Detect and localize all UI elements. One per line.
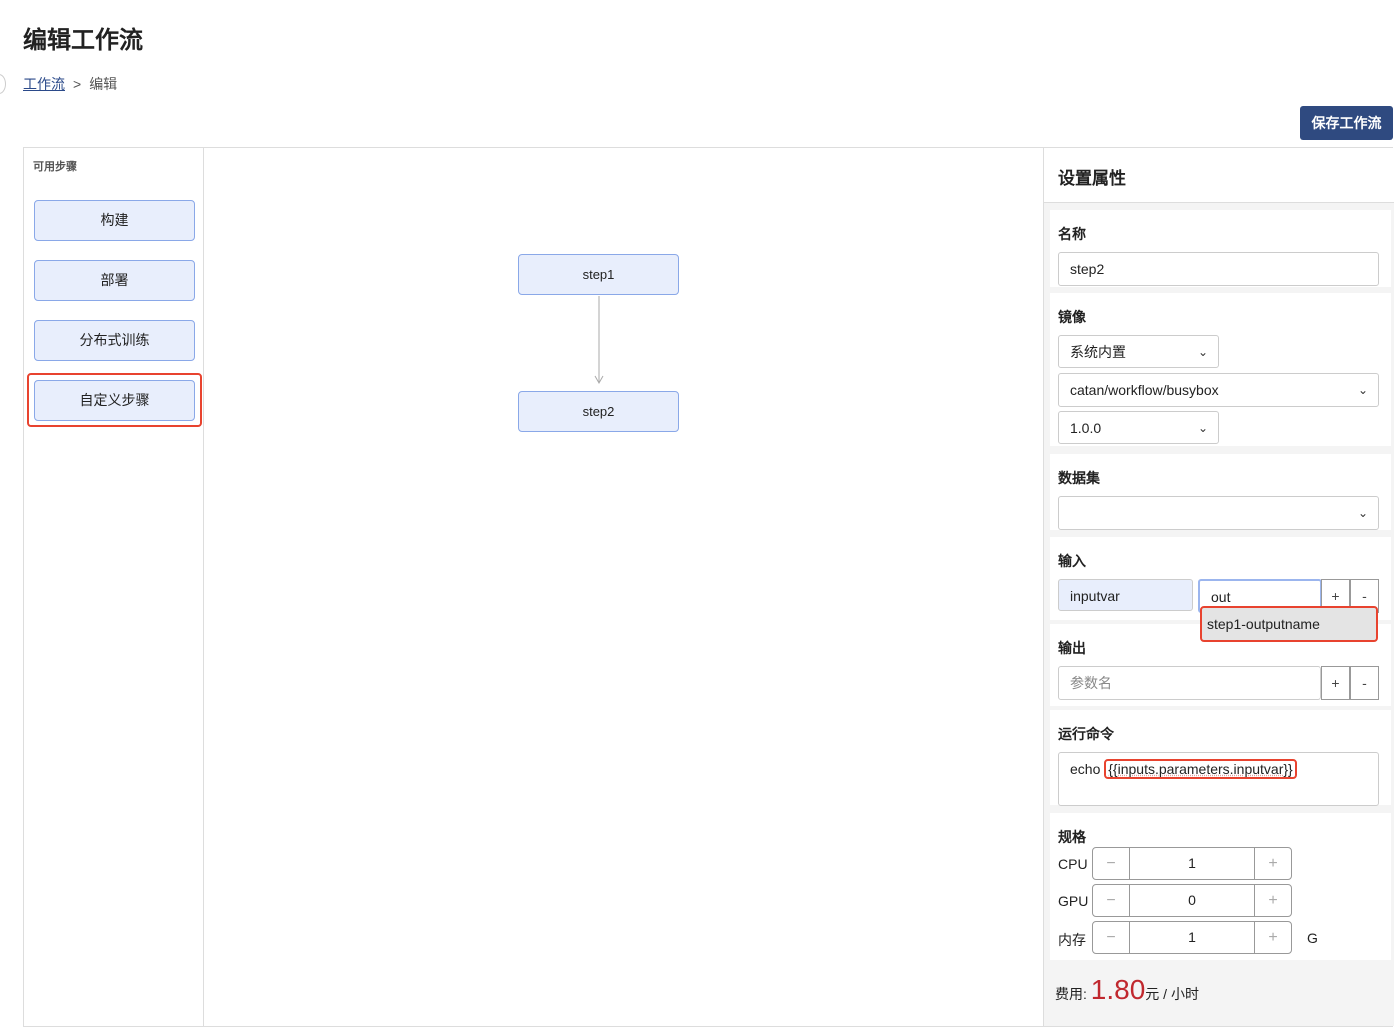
image-tag-select[interactable]: 1.0.0 ⌄ — [1058, 411, 1219, 444]
autocomplete-suggestion[interactable]: step1-outputname — [1200, 606, 1378, 642]
memory-decrement[interactable]: − — [1106, 929, 1116, 946]
name-label: 名称 — [1058, 226, 1086, 242]
input-param-name[interactable]: inputvar — [1058, 579, 1193, 611]
image-source-value: 系统内置 — [1070, 344, 1126, 360]
input-label: 输入 — [1058, 553, 1086, 569]
available-steps-label: 可用步骤 — [33, 161, 77, 173]
gpu-stepper[interactable]: −0 + — [1092, 884, 1292, 917]
dataset-section: 数据集 ⌄ — [1050, 454, 1391, 530]
cost-display: 费用: 1.80元 / 小时 — [1055, 974, 1199, 1006]
edge-arrow — [594, 296, 604, 385]
spec-label: 规格 — [1058, 829, 1086, 845]
cpu-value[interactable]: 1 — [1129, 848, 1255, 879]
step-deploy[interactable]: 部署 — [34, 260, 195, 301]
gpu-decrement[interactable]: − — [1106, 892, 1116, 909]
gpu-label: GPU — [1058, 893, 1089, 909]
command-prefix: echo — [1070, 761, 1105, 777]
cost-label: 费用: — [1055, 986, 1087, 1002]
memory-value[interactable]: 1 — [1129, 922, 1255, 953]
output-add-button[interactable]: + — [1321, 666, 1350, 700]
step-build[interactable]: 构建 — [34, 200, 195, 241]
command-textarea[interactable]: echo {{inputs.parameters.inputvar}} — [1058, 752, 1379, 806]
chevron-down-icon: ⌄ — [1357, 383, 1368, 397]
dataset-label: 数据集 — [1058, 470, 1100, 486]
image-section: 镜像 系统内置 ⌄ catan/workflow/busybox ⌄ 1.0.0 ⌄ — [1050, 293, 1391, 446]
cost-unit: 元 / 小时 — [1145, 986, 1199, 1002]
chevron-down-icon: ⌄ — [1197, 345, 1208, 359]
memory-stepper[interactable]: −1 + — [1092, 921, 1292, 954]
memory-increment[interactable]: + — [1268, 929, 1278, 946]
properties-panel: 设置属性 名称 step2 镜像 系统内置 ⌄ catan/workflow/bu… — [1043, 148, 1394, 1026]
cpu-decrement[interactable]: − — [1106, 855, 1116, 872]
output-remove-button[interactable]: - — [1350, 666, 1379, 700]
output-section: 输出 参数名 + - — [1050, 624, 1391, 706]
canvas-node-step2[interactable]: step2 — [518, 391, 679, 432]
chevron-down-icon: ⌄ — [1357, 506, 1368, 520]
memory-unit: G — [1307, 930, 1318, 946]
workflow-editor: 可用步骤 构建 部署 分布式训练 自定义步骤 step1 step2 设置属性 … — [23, 147, 1394, 1027]
image-repo-select[interactable]: catan/workflow/busybox ⌄ — [1058, 373, 1379, 407]
output-label: 输出 — [1058, 640, 1086, 656]
breadcrumb: 工作流 > 编辑 — [23, 74, 117, 94]
step-distributed-training[interactable]: 分布式训练 — [34, 320, 195, 361]
cpu-stepper[interactable]: −1 + — [1092, 847, 1292, 880]
gpu-increment[interactable]: + — [1268, 892, 1278, 909]
step-custom[interactable]: 自定义步骤 — [34, 380, 195, 421]
breadcrumb-workflow-link[interactable]: 工作流 — [23, 76, 65, 92]
dataset-select[interactable]: ⌄ — [1058, 496, 1379, 530]
image-repo-value: catan/workflow/busybox — [1070, 382, 1219, 398]
properties-header: 设置属性 — [1044, 148, 1394, 203]
canvas-node-step1[interactable]: step1 — [518, 254, 679, 295]
command-expression: {{inputs.parameters.inputvar}} — [1104, 759, 1297, 779]
command-label: 运行命令 — [1058, 726, 1114, 742]
page-title: 编辑工作流 — [23, 27, 143, 54]
memory-label: 内存 — [1058, 932, 1086, 948]
spec-section: 规格 CPU −1+ GPU −0+ 内存 −1+ G — [1050, 813, 1391, 960]
sidebar-toggle[interactable] — [0, 74, 6, 94]
save-workflow-button[interactable]: 保存工作流 — [1300, 106, 1393, 140]
image-label: 镜像 — [1058, 309, 1086, 325]
gpu-value[interactable]: 0 — [1129, 885, 1255, 916]
breadcrumb-current: 编辑 — [89, 76, 118, 92]
chevron-down-icon: ⌄ — [1197, 421, 1208, 435]
name-section: 名称 step2 — [1050, 210, 1391, 287]
command-section: 运行命令 echo {{inputs.parameters.inputvar}} — [1050, 710, 1391, 806]
available-steps-panel: 可用步骤 构建 部署 分布式训练 自定义步骤 — [24, 148, 204, 1026]
highlight-box — [27, 373, 202, 427]
cost-value: 1.80 — [1090, 974, 1146, 1005]
image-source-select[interactable]: 系统内置 ⌄ — [1058, 335, 1219, 368]
output-param-input[interactable]: 参数名 — [1058, 666, 1321, 700]
cpu-label: CPU — [1058, 856, 1088, 872]
image-tag-value: 1.0.0 — [1070, 420, 1102, 436]
name-input[interactable]: step2 — [1058, 252, 1379, 286]
cpu-increment[interactable]: + — [1268, 855, 1278, 872]
breadcrumb-separator: > — [73, 76, 82, 92]
